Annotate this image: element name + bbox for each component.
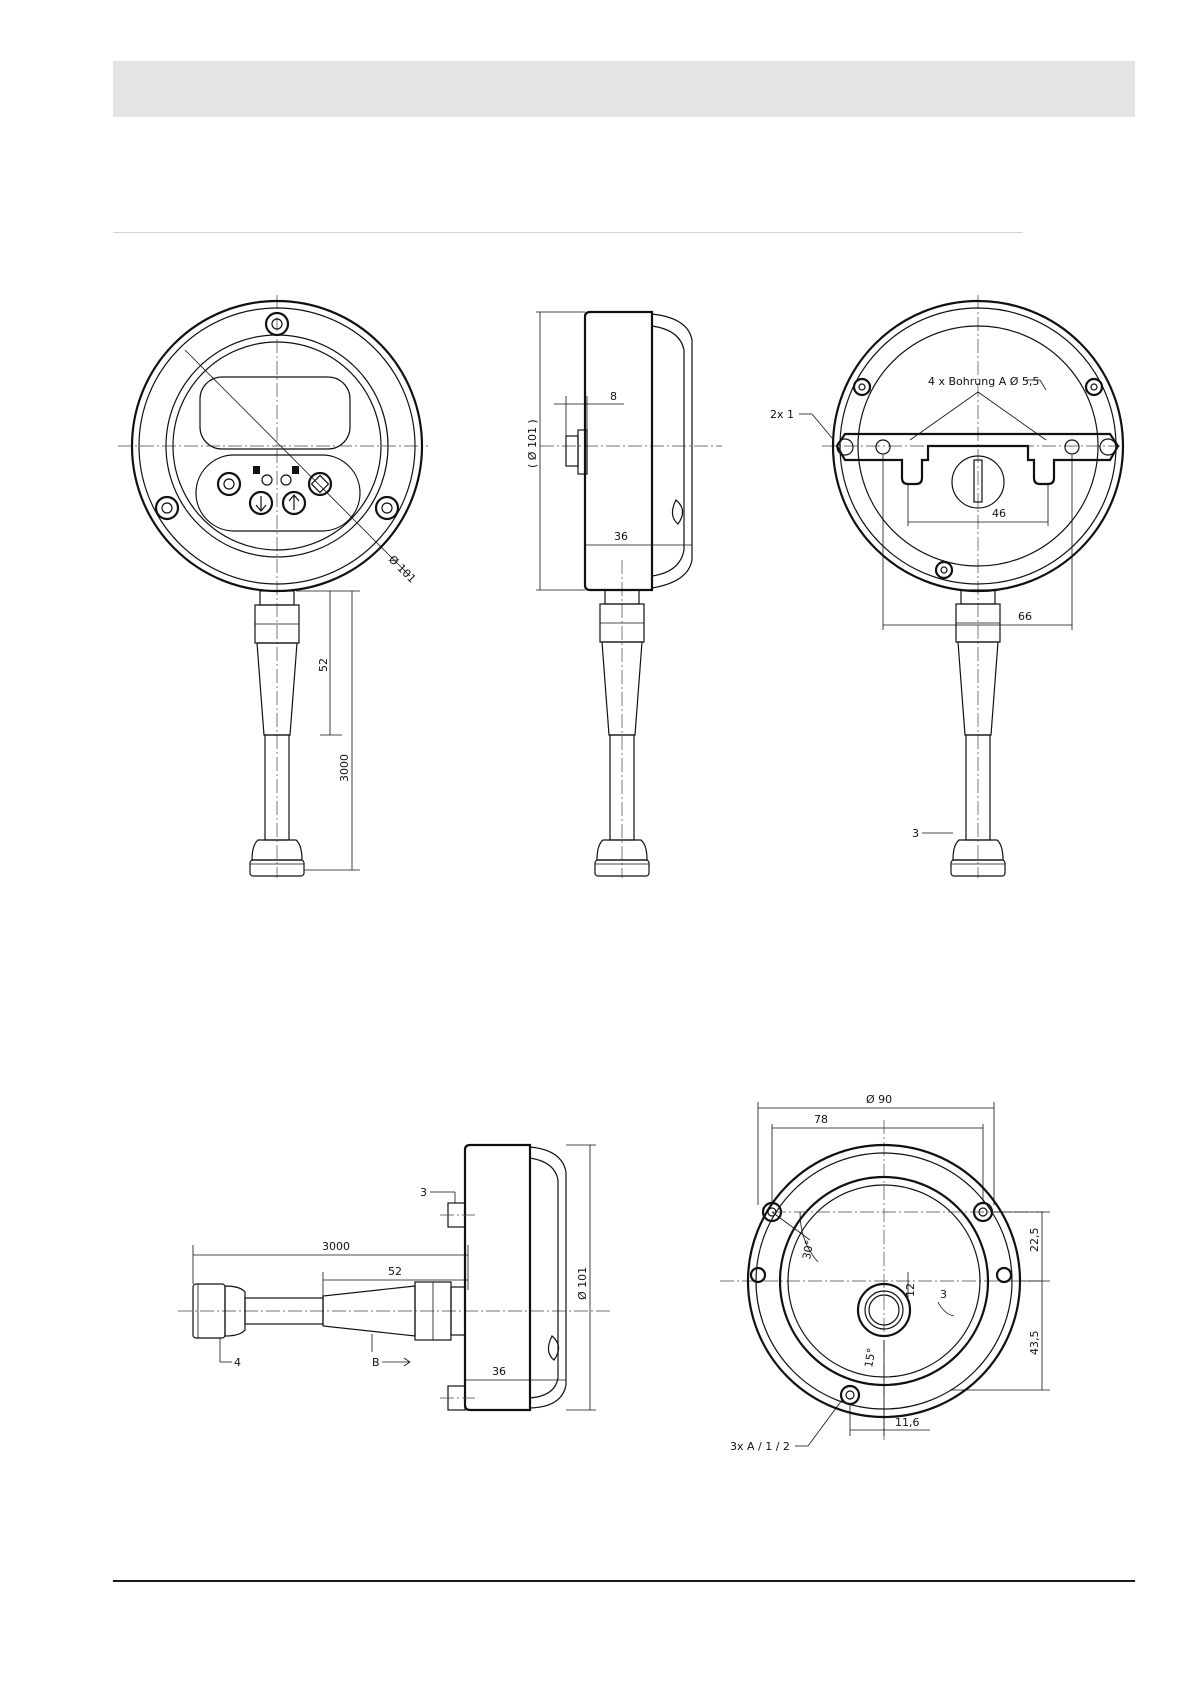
front-screw-right <box>376 497 398 519</box>
rear-callout-1: 2x 1 <box>770 408 794 421</box>
back-angle-small-label: 15° <box>862 1347 878 1368</box>
bottom-callout-3: 3 <box>420 1186 427 1199</box>
bottom-thickness-label: 36 <box>492 1365 506 1378</box>
keypad-panel <box>196 455 360 531</box>
back-height-2-label: 43,5 <box>1028 1331 1041 1356</box>
front-probe-length-label: 52 <box>317 658 330 672</box>
front-view: Ø 101 52 3000 <box>118 295 428 878</box>
rear-bracket-note: 4 x Bohrung A Ø 5,5 <box>928 375 1039 388</box>
footer-rule <box>113 1580 1135 1582</box>
front-diameter-label: Ø 101 <box>386 553 419 586</box>
bottom-callout-4: 4 <box>234 1356 241 1369</box>
keypad-button-set <box>218 466 331 514</box>
horizontal-side-view: 3000 52 36 Ø 101 3 4 B <box>178 1145 610 1410</box>
back-callout-small: 3 <box>940 1288 947 1301</box>
bottom-diameter-label: Ø 101 <box>576 1267 589 1300</box>
back-height-1-label: 22,5 <box>1028 1228 1041 1253</box>
back-thread-note: 3x A / 1 / 2 <box>730 1440 790 1453</box>
front-cable-length-label: 3000 <box>338 754 351 782</box>
back-offset-12-label: 12 <box>904 1283 917 1297</box>
rear-slot-label: 46 <box>992 507 1006 520</box>
back-view: Ø 90 78 30° 15° 12 3 22,5 43,5 11,6 3x A… <box>720 1093 1050 1453</box>
side-stud-label: 8 <box>610 390 617 403</box>
rear-view: 4 x Bohrung A Ø 5,5 2x 1 46 66 3 <box>770 295 1123 878</box>
back-offset-116-label: 11,6 <box>895 1416 920 1429</box>
bottom-cable-length-label: 3000 <box>322 1240 350 1253</box>
back-bolt-spacing-label: 78 <box>814 1113 828 1126</box>
side-view: ( Ø 101 ) 8 36 <box>526 312 722 878</box>
bottom-callout-b: B <box>372 1356 380 1369</box>
side-thickness-label: 36 <box>614 530 628 543</box>
bottom-probe-length-label: 52 <box>388 1265 402 1278</box>
rear-callout-3: 3 <box>912 827 919 840</box>
rear-holes-label: 66 <box>1018 610 1032 623</box>
back-outer-diameter-label: Ø 90 <box>866 1093 892 1106</box>
side-ref-diameter-label: ( Ø 101 ) <box>526 419 539 468</box>
front-screw-left <box>156 497 178 519</box>
